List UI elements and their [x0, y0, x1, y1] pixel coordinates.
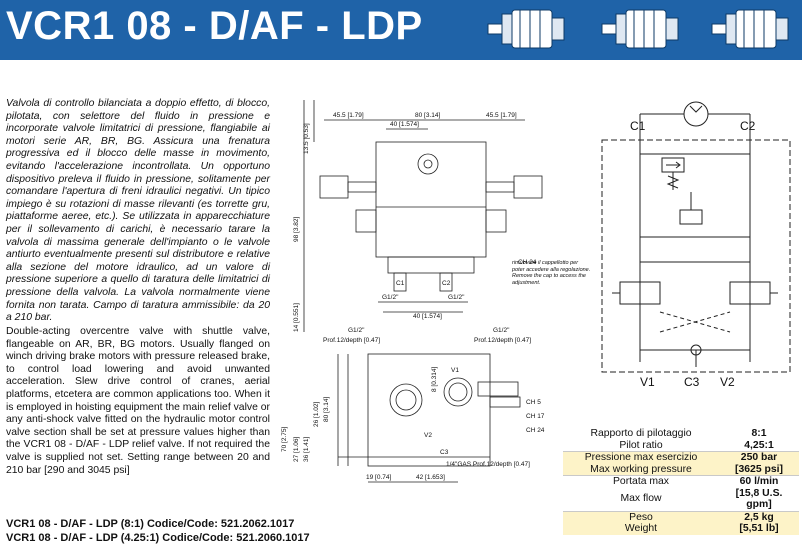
port-label: V2	[720, 375, 735, 389]
port-label: V1	[451, 367, 459, 374]
adjustment-note: rimuovere il cappellotto per poter acced…	[512, 260, 591, 286]
dim-label: 1/4"GAS Prof.12/depth [0.47]	[446, 461, 530, 468]
spec-value: 4,25:1	[744, 439, 774, 451]
spec-row: Max flow [15,8 U.S. gpm]	[563, 488, 799, 512]
port-label: C2	[740, 119, 756, 133]
dim-label: Prof.12/depth [0.47]	[474, 337, 531, 344]
dim-label: 13.5 [0.53]	[303, 123, 310, 154]
spec-value: 250 bar	[719, 451, 799, 464]
hydraulic-motor-icon	[711, 9, 789, 49]
spec-table: Rapporto di pilotaggio 8:1 Pilot ratio 4…	[563, 428, 799, 535]
spec-row: Pressione max esercizio 250 bar	[563, 451, 799, 464]
description-english: Double-acting overcentre valve with shut…	[6, 326, 270, 476]
dim-label: Prof.12/depth [0.47]	[323, 337, 380, 344]
dim-label: 70 [2.75]	[281, 427, 288, 452]
hydraulic-schematic: C1 C2 V1 C3 V2	[601, 101, 791, 389]
port-label: C3	[684, 375, 700, 389]
spec-row: Weight [5,51 lb]	[563, 523, 799, 535]
dim-label: 26 [1.02]	[313, 402, 320, 427]
spec-label: Weight	[563, 523, 719, 535]
spec-row: Max working pressure [3625 psi]	[563, 463, 799, 476]
hydraulic-motor-icon	[487, 9, 565, 49]
dim-label: G1/2"	[382, 294, 399, 301]
code-line: VCR1 08 - D/AF - LDP (8:1) Codice/Code: …	[6, 518, 295, 530]
spec-label: Max working pressure	[563, 463, 719, 476]
spec-row: Peso 2,5 kg	[563, 510, 799, 523]
spec-label: Portata max	[563, 475, 719, 488]
spec-value: [5,51 lb]	[719, 523, 799, 535]
dim-label: 80 [3.14]	[415, 112, 440, 119]
port-label: C1	[396, 280, 405, 287]
spec-row: Pilot ratio 4,25:1	[563, 440, 799, 452]
dim-label: 98 [3.82]	[293, 217, 300, 242]
dim-label: CH 24	[526, 427, 545, 434]
spec-row: Rapporto di pilotaggio 8:1	[563, 428, 799, 440]
dim-label: 42 [1.653]	[416, 474, 445, 481]
code-line: VCR1 08 - D/AF - LDP (4.25:1) Codice/Cod…	[6, 532, 310, 544]
header-banner: VCR1 08 - D/AF - LDP	[0, 0, 802, 60]
port-label: C2	[442, 280, 451, 287]
port-label: V2	[424, 432, 432, 439]
spec-value: [3625 psi]	[719, 463, 799, 476]
spec-value: 2,5 kg	[719, 510, 799, 523]
dim-label: G1/2"	[348, 327, 365, 334]
dim-label: 27 [1.06]	[293, 437, 300, 462]
product-codes: VCR1 08 - D/AF - LDP (8:1) Codice/Code: …	[6, 517, 310, 545]
spec-label: Max flow	[620, 493, 662, 505]
dim-label: 19 [0.74]	[366, 474, 391, 481]
technical-drawing: 45.5 [1.79] 80 [3.14] 45.5 [1.79] 40 [1.…	[281, 100, 545, 483]
dim-label: 14 [0.551]	[293, 303, 300, 332]
dim-label: 80 [3.14]	[323, 397, 330, 422]
spec-label: Peso	[563, 510, 719, 523]
port-label: V1	[640, 375, 655, 389]
dim-label: G1/2"	[448, 294, 465, 301]
spec-label: Pressione max esercizio	[563, 451, 719, 464]
spec-label: Pilot ratio	[619, 439, 663, 451]
port-label: C1	[630, 119, 646, 133]
page-title: VCR1 08 - D/AF - LDP	[6, 4, 423, 48]
dim-label: 40 [1.574]	[413, 313, 442, 320]
dim-label: 36 [1.41]	[303, 437, 310, 462]
dim-label: CH 5	[526, 399, 541, 406]
spec-value: 60 l/min	[719, 475, 799, 488]
dim-label: 8 [0.314]	[431, 367, 438, 392]
dim-label: G1/2"	[493, 327, 510, 334]
spec-label: Rapporto di pilotaggio	[590, 428, 692, 439]
port-label: C3	[440, 449, 449, 456]
spec-value: 8:1	[751, 428, 767, 439]
dim-label: 45.5 [1.79]	[333, 112, 364, 119]
dim-label: 40 [1.574]	[390, 121, 419, 128]
dim-label: CH 24	[518, 259, 537, 266]
hydraulic-motor-icon	[601, 9, 679, 49]
dim-label: CH 17	[526, 413, 545, 420]
spec-row: Portata max 60 l/min	[563, 475, 799, 488]
spec-value: [15,8 U.S. gpm]	[735, 487, 783, 511]
dim-label: 45.5 [1.79]	[486, 112, 517, 119]
description-italian: Valvola di controllo bilanciata a doppio…	[6, 98, 270, 324]
